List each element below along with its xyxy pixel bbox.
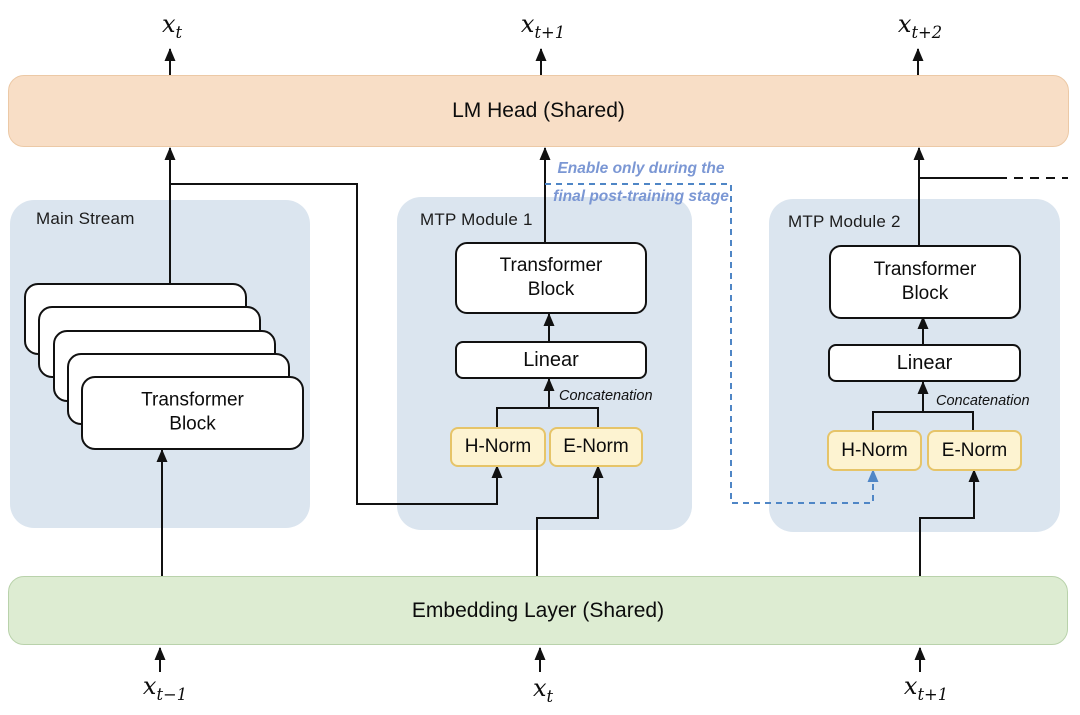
embedding-layer-band: Embedding Layer (Shared) (8, 576, 1068, 645)
mtp2-e-norm-label: E-Norm (941, 439, 1008, 461)
lm-head-label: LM Head (Shared) (452, 99, 625, 122)
enable-annotation-line2: final post-training stage (553, 188, 729, 205)
mtp1-e-norm-label: E-Norm (563, 436, 629, 457)
mtp1-concatenation-label: Concatenation (559, 388, 653, 404)
output-label-xt2: xt+2 (897, 10, 943, 42)
main-stream-title: Main Stream (36, 209, 135, 228)
wire-embedding-to-enorm1 (536, 465, 604, 576)
output-label-xt: xt (161, 10, 183, 42)
mtp2-e-norm-box: E-Norm (927, 430, 1022, 471)
input-label-xt: xt (532, 674, 554, 706)
lm-head-band: LM Head (Shared) (8, 75, 1069, 147)
mtp2-concatenation-label: Concatenation (936, 393, 1030, 409)
output-label-xt1: xt+1 (520, 10, 566, 42)
mtp1-linear-label: Linear (523, 348, 579, 371)
wire-enable-dashed (545, 183, 879, 504)
mtp-module-1-title: MTP Module 1 (420, 210, 533, 229)
mtp1-linear-box: Linear (455, 341, 647, 379)
mtp1-h-norm-label: H-Norm (464, 436, 532, 457)
mtp2-linear-label: Linear (896, 351, 953, 374)
wire-embedding-to-enorm2 (919, 469, 980, 576)
mtp1-transformer-block-label: Transformer Block (499, 254, 603, 300)
input-label-xt1: xt+1 (903, 672, 949, 704)
input-label-xtm1: xt−1 (142, 672, 188, 704)
mtp-module-2-title: MTP Module 2 (788, 212, 901, 231)
wire-mainstream-to-hnorm1 (170, 183, 503, 505)
mtp1-e-norm-box: E-Norm (549, 427, 643, 467)
mainstream-transformer-block: Transformer Block (81, 376, 304, 450)
mtp2-transformer-block: Transformer Block (829, 245, 1021, 319)
wire-concat1-bracket (496, 407, 599, 427)
mainstream-transformer-block-label: Transformer Block (141, 389, 244, 435)
wire-concat2-bracket (872, 411, 974, 430)
embedding-layer-label: Embedding Layer (Shared) (411, 598, 665, 622)
mtp1-h-norm-box: H-Norm (450, 427, 546, 467)
mtp2-h-norm-label: H-Norm (841, 439, 908, 461)
mtp1-transformer-block: Transformer Block (455, 242, 647, 314)
mtp2-transformer-block-label: Transformer Block (873, 258, 977, 304)
enable-annotation-line1: Enable only during the (557, 160, 725, 177)
mtp2-h-norm-box: H-Norm (827, 430, 922, 471)
mtp2-linear-box: Linear (828, 344, 1021, 382)
